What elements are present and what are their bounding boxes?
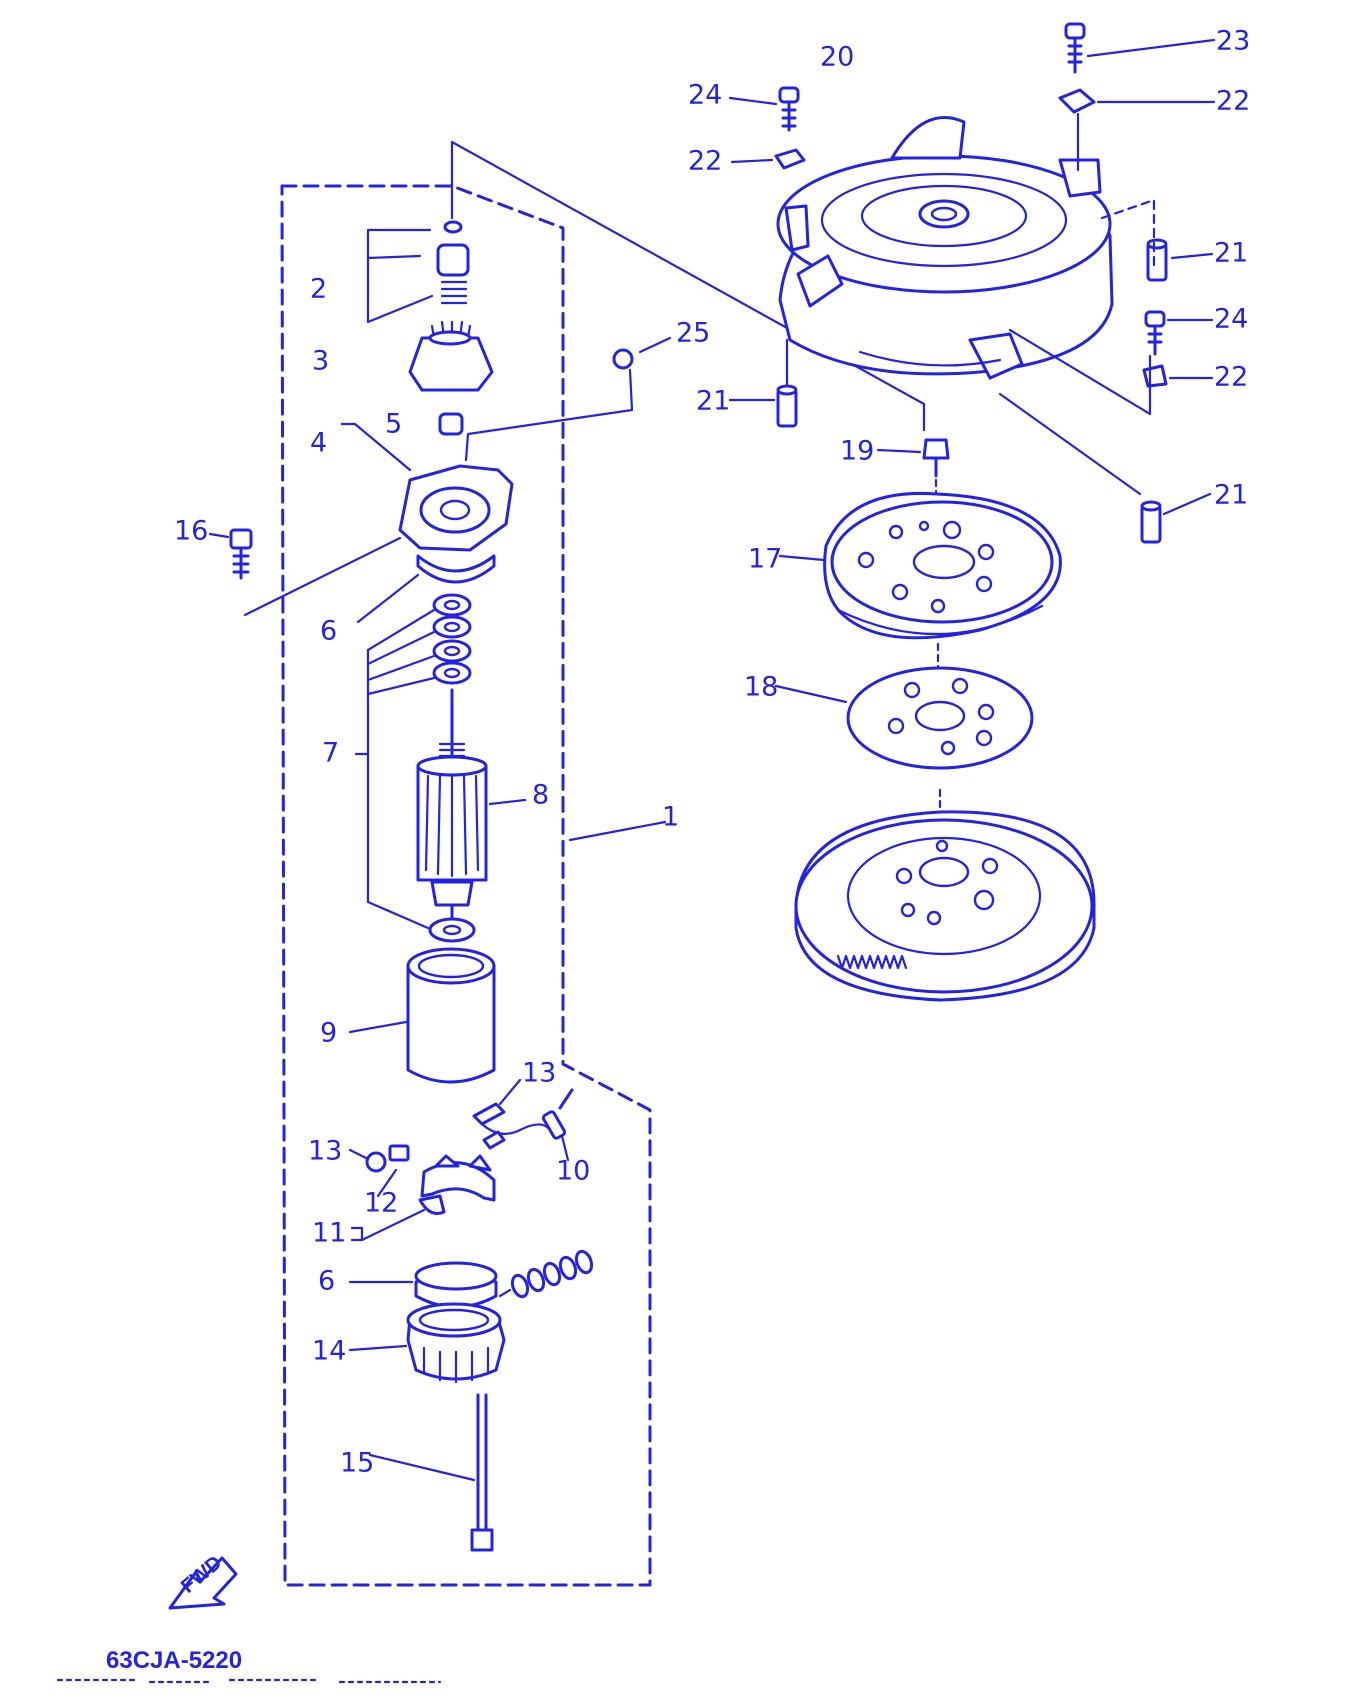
callout-labels: 1 2 3 4 5 6 6 7 8 9 10 11 12 13 13 14 15… (174, 26, 1250, 1479)
part-8-armature (416, 688, 527, 922)
callout-16: 16 (174, 516, 208, 547)
callout-22-top-right: 22 (1216, 86, 1250, 117)
part-6-lower-ring (348, 1261, 498, 1309)
part-18-plate (774, 642, 1034, 770)
part-3-pinion-gear (408, 320, 494, 392)
callout-25: 25 (676, 318, 710, 349)
part-23-bolt (1064, 22, 1216, 74)
callout-4: 4 (310, 428, 327, 459)
callout-21-right-upper: 21 (1214, 238, 1248, 269)
fwd-arrow-icon: FWD (168, 1552, 238, 1610)
flywheel (794, 788, 1096, 1002)
part-14-rear-cover (348, 1302, 506, 1384)
part-9-yoke (348, 947, 496, 1084)
callout-14: 14 (312, 1336, 346, 1367)
callout-7: 7 (322, 738, 339, 769)
callout-18: 18 (744, 672, 778, 703)
callout-6-lower: 6 (318, 1266, 335, 1297)
part-12-13-brush-spring (348, 1144, 410, 1198)
callout-8: 8 (532, 780, 549, 811)
callout-17: 17 (748, 544, 782, 575)
callout-10: 10 (556, 1156, 590, 1187)
callout-13-upper: 13 (522, 1058, 556, 1089)
callout-22-right: 22 (1214, 362, 1248, 393)
part-24-bolt-top (728, 86, 800, 132)
callout-13-lower: 13 (308, 1136, 342, 1167)
faded-text-fragment (56, 1678, 442, 1684)
callout-20: 20 (820, 42, 854, 73)
part-7-washer-leaders (354, 608, 436, 930)
callout-1: 1 (662, 802, 679, 833)
part-11-brush-holder (350, 1154, 496, 1242)
part-16-bolt (208, 528, 402, 617)
part-4-front-bracket (340, 422, 514, 584)
callout-24-top: 24 (688, 80, 722, 111)
part-25-screw (464, 336, 672, 462)
part-2-pinion-stop-set (366, 220, 470, 324)
part-21-collar-left (728, 338, 798, 428)
part-24-bolt-right (1144, 310, 1214, 356)
callout-5: 5 (385, 409, 402, 440)
callout-3: 3 (312, 346, 329, 377)
part-20-flywheel-cover (776, 116, 1114, 380)
callout-11: 11 (312, 1218, 346, 1249)
callout-2: 2 (310, 274, 327, 305)
callout-21-right-lower: 21 (1214, 480, 1248, 511)
callout-19: 19 (840, 436, 874, 467)
part-22-washer-topleft (730, 148, 806, 170)
part-5-bushing (438, 412, 464, 436)
part-21-collar-right-lower (998, 392, 1212, 544)
part-22-washer-right (1008, 328, 1214, 416)
starter-assembly-outline (280, 184, 667, 1587)
part-22-washer-topright (1058, 88, 1216, 172)
callout-9: 9 (320, 1018, 337, 1049)
part-15-through-bolt (368, 1393, 494, 1552)
callout-15: 15 (340, 1448, 374, 1479)
assembly-leader (450, 140, 926, 432)
part-21-collar-right-upper (1100, 198, 1214, 282)
callout-22-left: 22 (688, 146, 722, 177)
diagram-code: 63CJA-5220 (106, 1647, 242, 1674)
callout-24-right: 24 (1214, 304, 1248, 335)
thrust-washer-stack (498, 1249, 594, 1299)
part-10-brush-lead (472, 1078, 574, 1162)
callout-21-left: 21 (696, 386, 730, 417)
callout-23: 23 (1216, 26, 1250, 57)
part-6-washers-upper (356, 573, 472, 685)
callout-6-upper: 6 (320, 616, 337, 647)
callout-12: 12 (364, 1188, 398, 1219)
part-17-magneto-plate (778, 491, 1062, 640)
part-19-nut (876, 438, 950, 502)
